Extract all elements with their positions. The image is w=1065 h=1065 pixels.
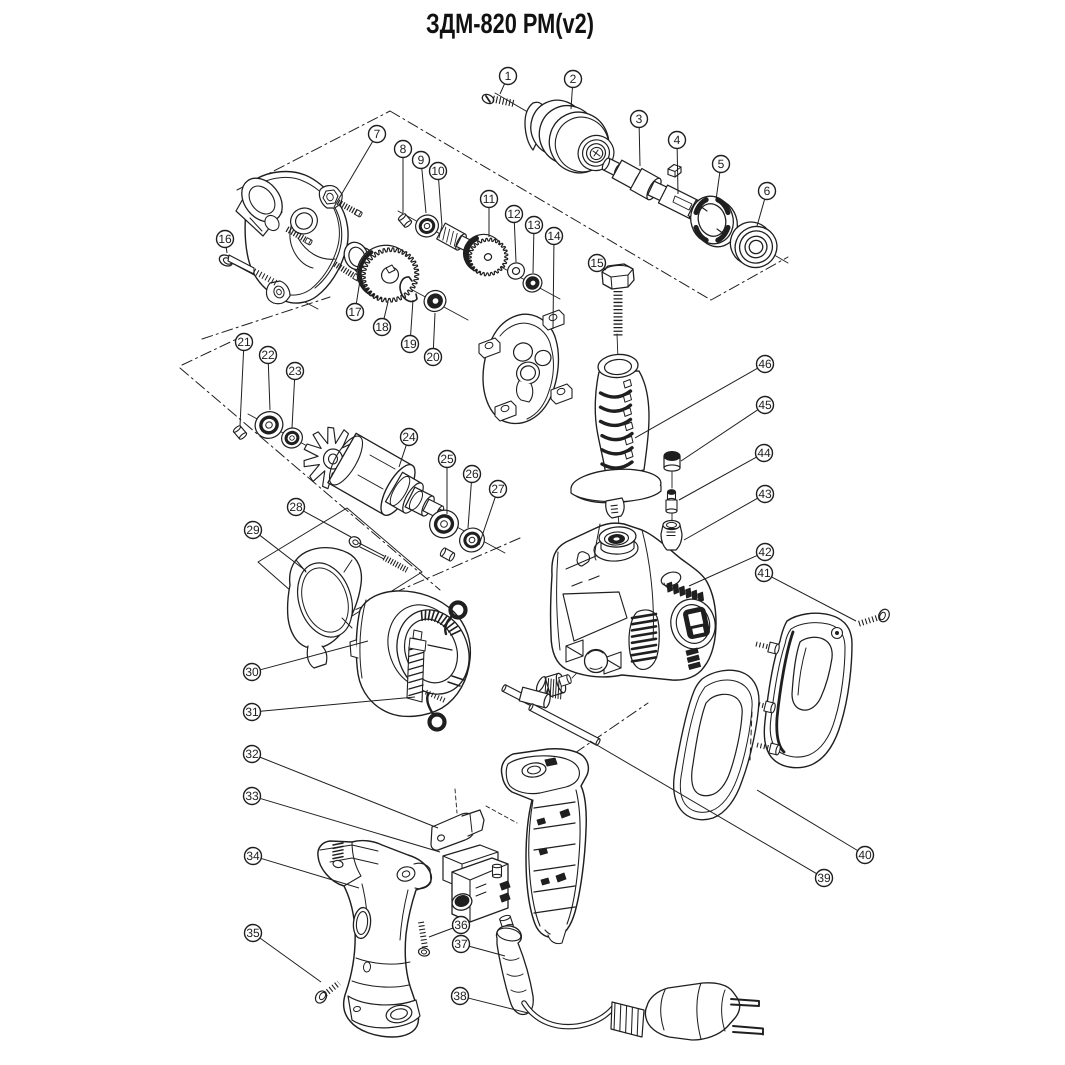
svg-text:41: 41 [757, 566, 771, 580]
svg-text:24: 24 [402, 430, 416, 444]
svg-text:43: 43 [758, 487, 772, 501]
svg-text:4: 4 [674, 133, 681, 147]
svg-text:13: 13 [527, 218, 541, 232]
svg-text:9: 9 [418, 153, 425, 167]
svg-text:26: 26 [465, 467, 479, 481]
svg-text:40: 40 [858, 848, 872, 862]
svg-text:5: 5 [718, 157, 725, 171]
svg-text:12: 12 [507, 207, 521, 221]
svg-text:18: 18 [375, 320, 389, 334]
svg-text:11: 11 [483, 192, 496, 206]
svg-text:15: 15 [590, 256, 604, 270]
svg-text:36: 36 [454, 918, 468, 932]
svg-text:29: 29 [246, 523, 260, 537]
svg-text:44: 44 [757, 446, 771, 460]
svg-text:16: 16 [218, 232, 232, 246]
svg-text:10: 10 [431, 164, 445, 178]
svg-text:2: 2 [570, 72, 577, 86]
svg-text:20: 20 [426, 350, 440, 364]
svg-text:27: 27 [491, 482, 505, 496]
svg-text:31: 31 [245, 705, 259, 719]
svg-text:30: 30 [245, 665, 259, 679]
svg-text:37: 37 [454, 937, 468, 951]
svg-text:6: 6 [764, 184, 771, 198]
svg-text:14: 14 [547, 229, 561, 243]
svg-text:34: 34 [246, 849, 260, 863]
svg-text:17: 17 [348, 305, 362, 319]
svg-text:21: 21 [237, 335, 251, 349]
svg-text:22: 22 [261, 348, 275, 362]
svg-text:35: 35 [246, 926, 260, 940]
svg-text:45: 45 [758, 398, 772, 412]
svg-text:ЗДМ-820 РМ(v2): ЗДМ-820 РМ(v2) [426, 8, 594, 39]
svg-text:19: 19 [403, 337, 417, 351]
svg-text:1: 1 [505, 69, 512, 83]
svg-text:23: 23 [288, 364, 302, 378]
svg-text:7: 7 [374, 127, 381, 141]
svg-text:33: 33 [245, 789, 259, 803]
svg-text:8: 8 [400, 142, 407, 156]
svg-text:25: 25 [440, 452, 454, 466]
svg-text:32: 32 [245, 747, 259, 761]
svg-text:28: 28 [289, 500, 303, 514]
svg-text:42: 42 [758, 545, 772, 559]
svg-text:46: 46 [758, 357, 772, 371]
svg-text:38: 38 [453, 989, 467, 1003]
svg-text:39: 39 [817, 871, 831, 885]
svg-text:3: 3 [636, 112, 643, 126]
